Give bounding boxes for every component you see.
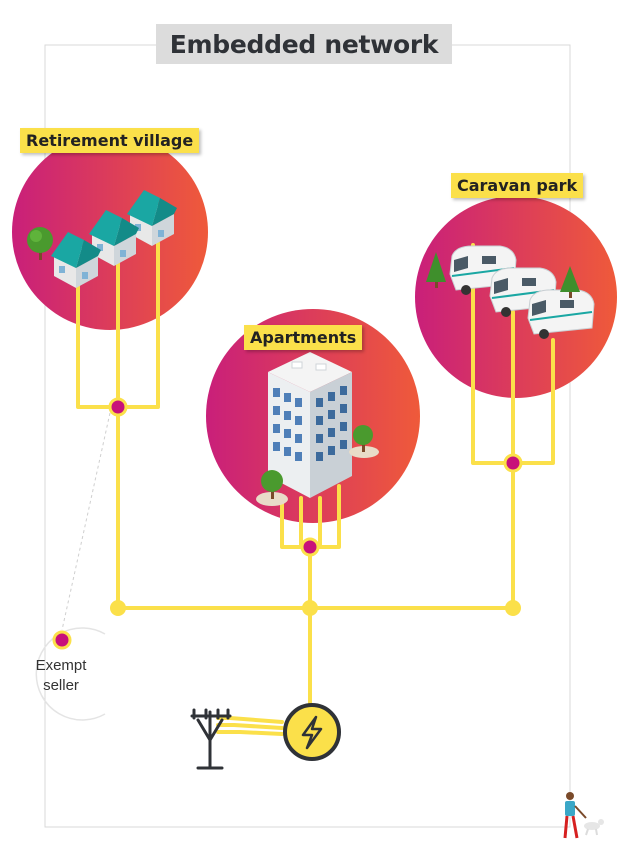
caravan-park-label: Caravan park — [451, 173, 584, 198]
retirement-village-label: Retirement village — [20, 128, 200, 153]
tree-icon — [27, 227, 53, 260]
house-icon — [51, 190, 177, 288]
exempt-seller-dot — [52, 630, 72, 650]
page-title: Embedded network — [169, 29, 439, 59]
dog-icon — [584, 819, 604, 836]
retirement-village-meter — [108, 397, 128, 417]
person-icon — [563, 792, 587, 839]
pine-tree-icon — [426, 252, 580, 298]
tree-icon — [256, 425, 379, 506]
exempt-seller-arc — [35, 627, 106, 721]
apartments-meter — [300, 537, 320, 557]
power-pole-icon — [190, 708, 232, 770]
bus-junction — [110, 600, 126, 616]
exempt-seller-line2: seller — [43, 677, 79, 694]
bus-junction — [302, 600, 318, 616]
apartments-label: Apartments — [244, 325, 363, 350]
lightning-icon — [283, 703, 341, 761]
bus-junction — [505, 600, 521, 616]
exempt-seller-label: Exempt seller — [20, 656, 102, 696]
building-icon — [268, 352, 352, 498]
exempt-seller-link — [61, 412, 111, 631]
caravan-park-meter — [503, 453, 523, 473]
title-box: Embedded network — [156, 24, 452, 64]
exempt-seller-line1: Exempt — [35, 657, 87, 674]
caravan-icon — [449, 245, 595, 339]
